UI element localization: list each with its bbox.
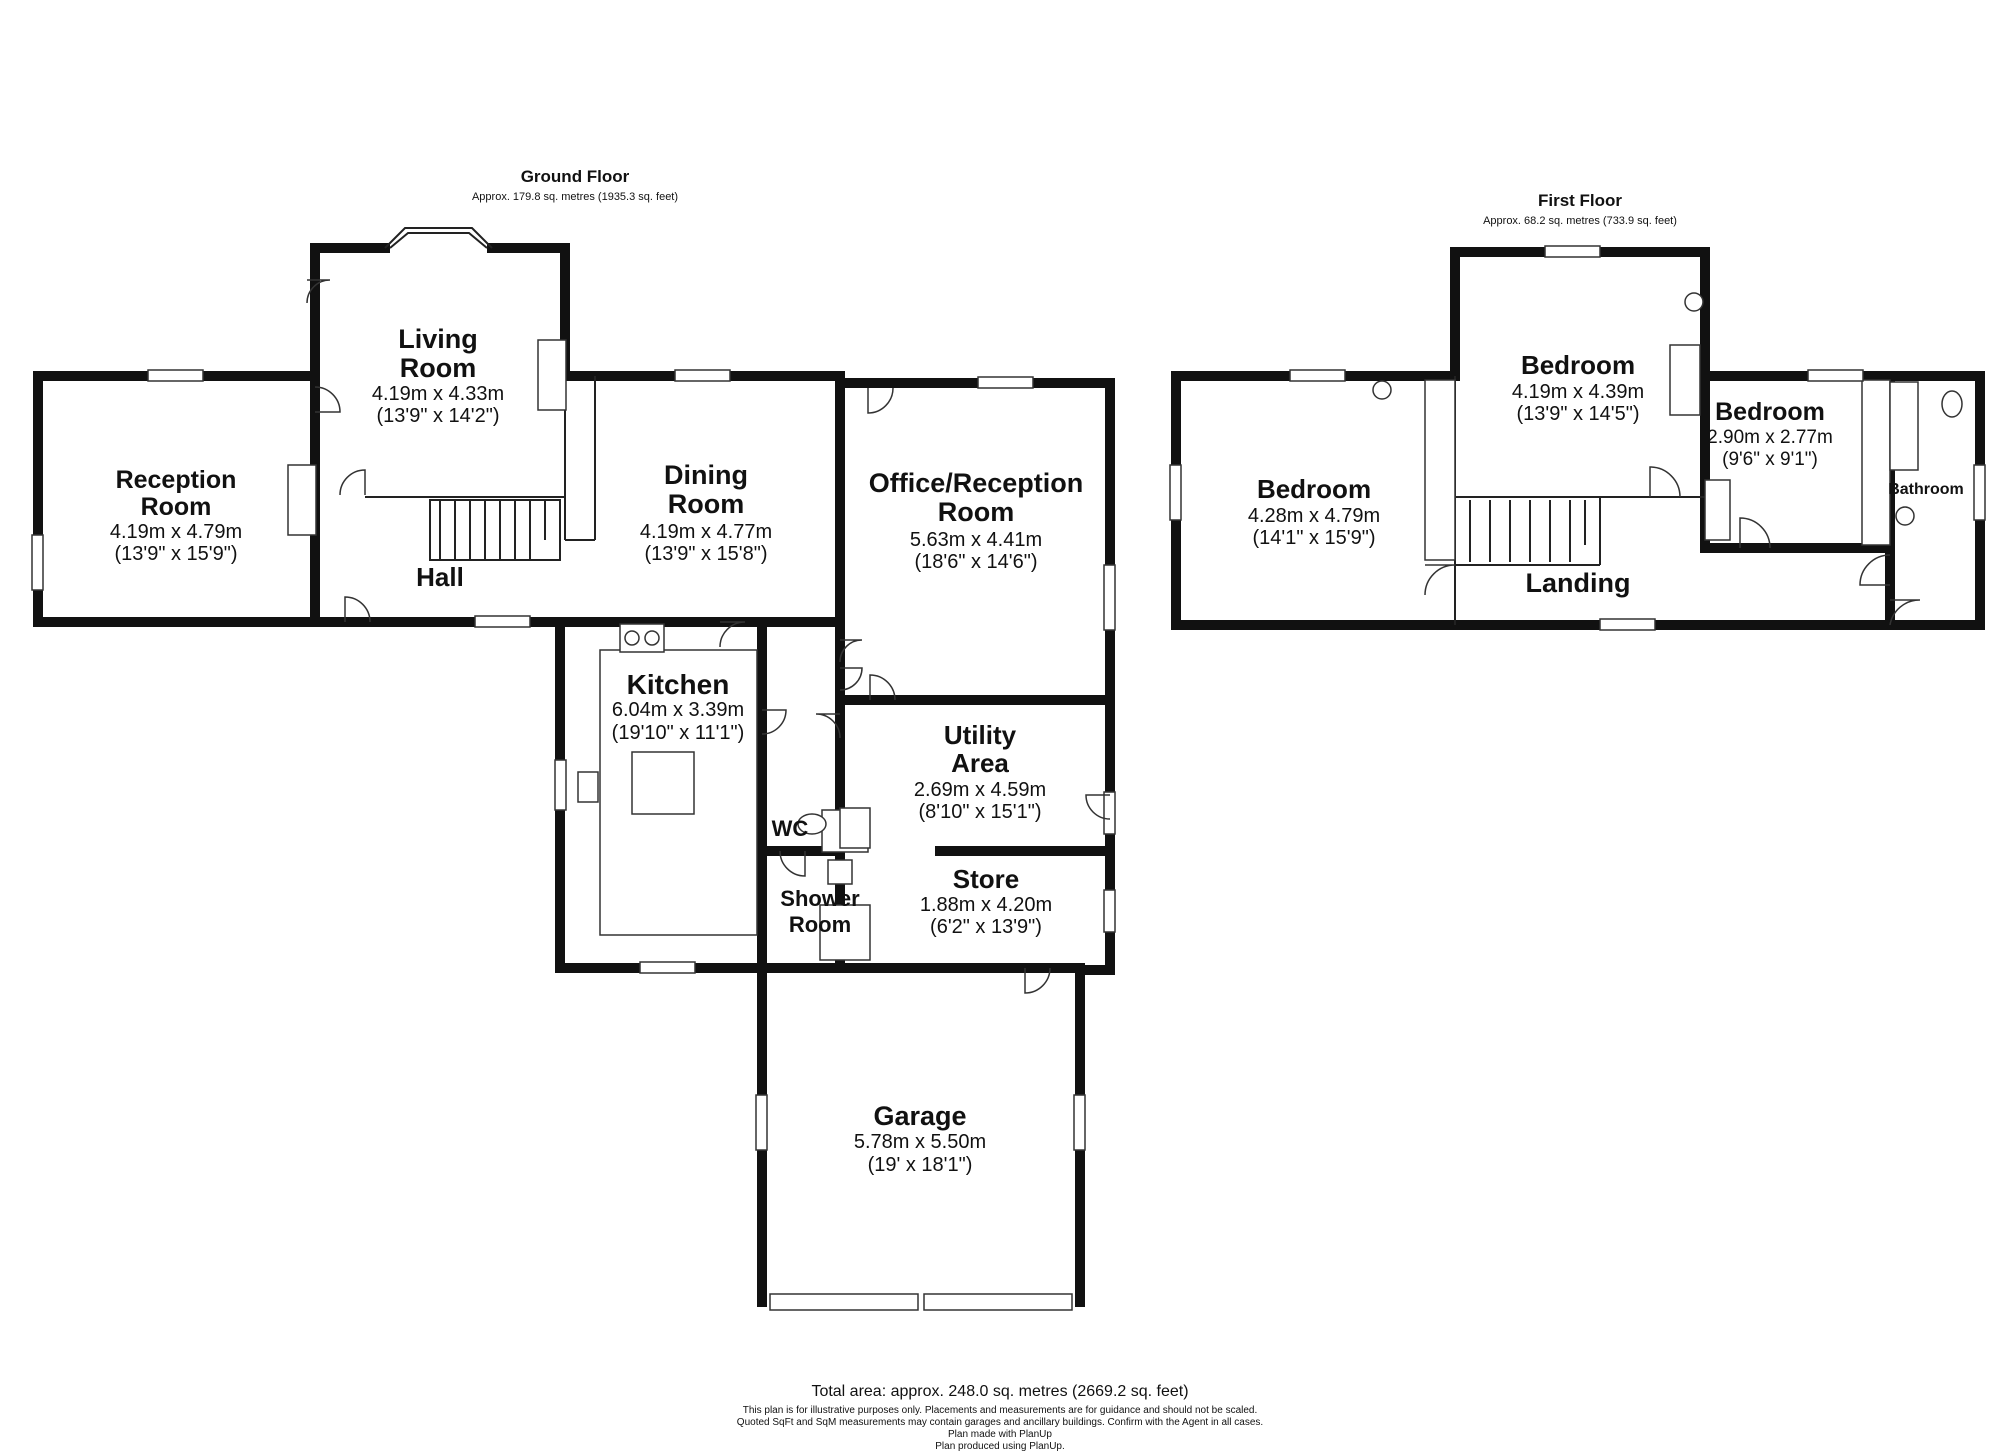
disclaimer-line-1: This plan is for illustrative purposes o… (743, 1405, 1258, 1416)
office-room-dim-m: 5.63m x 4.41m (910, 529, 1042, 551)
total-area: Total area: approx. 248.0 sq. metres (26… (811, 1383, 1188, 1400)
landing-name: Landing (1526, 568, 1631, 598)
bedroom-left-name: Bedroom (1257, 474, 1371, 504)
first-floor-area: Approx. 68.2 sq. metres (733.9 sq. feet) (1483, 215, 1677, 227)
first-floor-doors (1424, 466, 1921, 626)
room-store: Store 1.88m x 4.20m (6'2" x 13'9") (920, 864, 1052, 938)
garage-dim-ft: (19' x 18'1") (868, 1154, 973, 1176)
room-bedroom-main: Bedroom 4.19m x 4.39m (13'9" x 14'5") (1512, 350, 1644, 425)
first-floor-stairs (1469, 500, 1586, 562)
first-floor-windows (1169, 245, 1986, 631)
garage-name: Garage (873, 1101, 966, 1131)
wc-name: WC (772, 816, 809, 841)
disclaimer-line-3: Plan made with PlanUp (948, 1429, 1052, 1440)
reception-room-name-2: Room (141, 493, 212, 521)
ground-floor-windows (31, 369, 1116, 1311)
disclaimer-line-2: Quoted SqFt and SqM measurements may con… (737, 1417, 1263, 1428)
office-room-dim-ft: (18'6" x 14'6") (914, 551, 1037, 573)
office-room-name-2: Room (938, 497, 1015, 527)
reception-room-name-1: Reception (116, 466, 237, 494)
room-reception: Reception Room 4.19m x 4.79m (13'9" x 15… (110, 466, 242, 565)
office-room-name-1: Office/Reception (869, 468, 1084, 498)
bedroom-left-dim-m: 4.28m x 4.79m (1248, 505, 1380, 527)
disclaimer-line-4: Plan produced using PlanUp. (935, 1441, 1065, 1452)
living-room-dim-m: 4.19m x 4.33m (372, 383, 504, 405)
room-garage: Garage 5.78m x 5.50m (19' x 18'1") (854, 1101, 986, 1176)
room-dining: Dining Room 4.19m x 4.77m (13'9" x 15'8"… (640, 460, 772, 565)
bathroom-name: Bathroom (1888, 481, 1964, 498)
room-bedroom-left: Bedroom 4.28m x 4.79m (14'1" x 15'9") (1248, 474, 1380, 549)
bedroom-small-dim-m: 2.90m x 2.77m (1707, 427, 1833, 448)
room-wc: WC (772, 816, 809, 841)
utility-name-2: Area (951, 748, 1009, 778)
room-office: Office/Reception Room 5.63m x 4.41m (18'… (869, 468, 1084, 573)
living-room-name-1: Living (398, 324, 478, 354)
shower-room-name-1: Shower (780, 886, 860, 911)
bedroom-left-dim-ft: (14'1" x 15'9") (1252, 527, 1375, 549)
utility-name-1: Utility (944, 720, 1017, 750)
store-dim-m: 1.88m x 4.20m (920, 894, 1052, 916)
bedroom-small-dim-ft: (9'6" x 9'1") (1722, 449, 1818, 470)
hall-name: Hall (416, 562, 464, 592)
footer: Total area: approx. 248.0 sq. metres (26… (737, 1383, 1263, 1452)
reception-room-dim-m: 4.19m x 4.79m (110, 521, 242, 543)
bedroom-small-name: Bedroom (1715, 398, 1825, 426)
bedroom-main-name: Bedroom (1521, 350, 1635, 380)
room-landing: Landing (1526, 568, 1631, 598)
first-floor-title: First Floor (1538, 191, 1622, 210)
first-floor-internal-lines (1372, 292, 1963, 625)
dining-room-name-2: Room (668, 489, 745, 519)
kitchen-name: Kitchen (627, 669, 730, 700)
room-kitchen: Kitchen 6.04m x 3.39m (19'10" x 11'1") (612, 669, 745, 744)
utility-dim-ft: (8'10" x 15'1") (918, 801, 1041, 823)
bedroom-main-dim-ft: (13'9" x 14'5") (1516, 403, 1639, 425)
ground-floor-stairs (429, 499, 561, 561)
room-shower: Shower Room (780, 886, 860, 937)
living-room-name-2: Room (400, 353, 477, 383)
room-utility: Utility Area 2.69m x 4.59m (8'10" x 15'1… (914, 720, 1046, 823)
store-name: Store (953, 864, 1019, 894)
shower-room-name-2: Room (789, 912, 851, 937)
room-bathroom: Bathroom (1888, 481, 1964, 498)
ground-floor-internal-lines (287, 339, 871, 961)
bay-window (384, 227, 493, 249)
garage-dim-m: 5.78m x 5.50m (854, 1131, 986, 1153)
bedroom-main-dim-m: 4.19m x 4.39m (1512, 381, 1644, 403)
room-bedroom-small: Bedroom 2.90m x 2.77m (9'6" x 9'1") (1707, 398, 1833, 470)
room-living: Living Room 4.19m x 4.33m (13'9" x 14'2"… (372, 324, 504, 427)
living-room-dim-ft: (13'9" x 14'2") (376, 405, 499, 427)
ground-floor-walls (33, 243, 1115, 1307)
room-hall: Hall (416, 562, 464, 592)
ground-floor-doors (306, 279, 1111, 994)
dining-room-name-1: Dining (664, 460, 748, 490)
dining-room-dim-ft: (13'9" x 15'8") (644, 543, 767, 565)
utility-dim-m: 2.69m x 4.59m (914, 779, 1046, 801)
store-dim-ft: (6'2" x 13'9") (930, 916, 1042, 938)
kitchen-dim-ft: (19'10" x 11'1") (612, 722, 745, 744)
ground-floor-title: Ground Floor (521, 167, 630, 186)
kitchen-dim-m: 6.04m x 3.39m (612, 699, 744, 721)
dining-room-dim-m: 4.19m x 4.77m (640, 521, 772, 543)
ground-floor-area: Approx. 179.8 sq. metres (1935.3 sq. fee… (472, 191, 678, 203)
reception-room-dim-ft: (13'9" x 15'9") (114, 543, 237, 565)
